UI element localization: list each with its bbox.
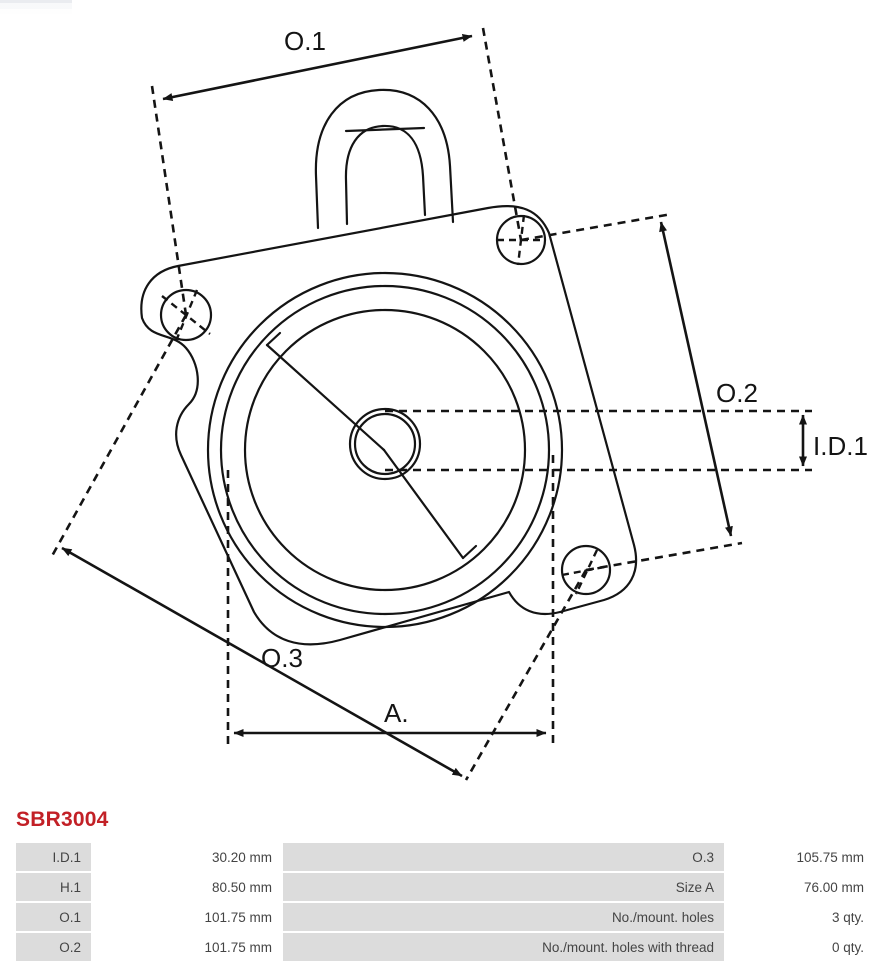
spec-value: 101.75 mm bbox=[92, 903, 282, 931]
sector-step-lower bbox=[461, 544, 478, 560]
arch-outer-contour bbox=[314, 88, 455, 230]
spec-value: 105.75 mm bbox=[725, 843, 874, 871]
ext-o3-upper bbox=[50, 314, 188, 557]
spec-value: 76.00 mm bbox=[725, 873, 874, 901]
spec-label: H.1 bbox=[16, 873, 91, 901]
spec-value: 80.50 mm bbox=[92, 873, 282, 901]
spec-label: No./mount. holes with thread bbox=[283, 933, 724, 961]
mount-hole-upper-left bbox=[159, 288, 213, 342]
part-outline-group bbox=[140, 88, 638, 646]
technical-drawing: O.1 O.2 O.3 A. I.D.1 bbox=[50, 26, 868, 781]
ext-o3-lower bbox=[464, 569, 588, 781]
page-title: SBR3004 bbox=[16, 808, 109, 831]
drawing-canvas: O.1 O.2 O.3 A. I.D.1 bbox=[50, 26, 868, 781]
arch-inner-top-line bbox=[344, 126, 426, 133]
crosshair-lr-b bbox=[574, 549, 599, 595]
spec-label: O.3 bbox=[283, 843, 724, 871]
spec-label: Size A bbox=[283, 873, 724, 901]
dim-arrow-o3 bbox=[61, 546, 463, 778]
extension-lines-group bbox=[50, 27, 812, 781]
specification-table: I.D.1 30.20 mm O.3 105.75 mm H.1 80.50 m… bbox=[15, 841, 874, 963]
ext-o1-left bbox=[150, 85, 188, 316]
dimension-label-id1: I.D.1 bbox=[813, 431, 868, 461]
sector-edge-upper bbox=[265, 343, 386, 452]
arch-inner-contour bbox=[344, 124, 427, 226]
sector-step-upper bbox=[265, 331, 282, 347]
table-row: H.1 80.50 mm Size A 76.00 mm bbox=[16, 873, 874, 901]
dim-arrow-o1 bbox=[162, 33, 473, 102]
spec-label: O.2 bbox=[16, 933, 91, 961]
table-row: O.1 101.75 mm No./mount. holes 3 qty. bbox=[16, 903, 874, 931]
spec-table: I.D.1 30.20 mm O.3 105.75 mm H.1 80.50 m… bbox=[15, 841, 875, 963]
spec-value: 30.20 mm bbox=[92, 843, 282, 871]
spec-value: 0 qty. bbox=[725, 933, 874, 961]
hub-bore-outer bbox=[348, 407, 422, 481]
hub-bore-inner bbox=[353, 412, 417, 476]
ext-o1-right bbox=[481, 27, 523, 241]
spec-value: 3 qty. bbox=[725, 903, 874, 931]
dimension-labels-group: O.1 O.2 O.3 A. I.D.1 bbox=[261, 26, 868, 728]
mount-hole-lower-right bbox=[560, 544, 612, 596]
sector-edge-lower bbox=[382, 448, 465, 560]
dimension-label-o1: O.1 bbox=[284, 26, 326, 56]
spec-table-body: I.D.1 30.20 mm O.3 105.75 mm H.1 80.50 m… bbox=[16, 843, 874, 961]
dimension-arrows-group bbox=[61, 33, 807, 778]
ext-o2-top bbox=[520, 212, 673, 242]
dimension-label-a: A. bbox=[384, 698, 409, 728]
table-row: I.D.1 30.20 mm O.3 105.75 mm bbox=[16, 843, 874, 871]
spec-label: I.D.1 bbox=[16, 843, 91, 871]
spec-value: 101.75 mm bbox=[92, 933, 282, 961]
flange-body-outline bbox=[140, 204, 638, 646]
ext-o2-bottom bbox=[585, 541, 743, 572]
spec-label: No./mount. holes bbox=[283, 903, 724, 931]
dim-arrow-o2 bbox=[659, 221, 733, 537]
table-row: O.2 101.75 mm No./mount. holes with thre… bbox=[16, 933, 874, 961]
dimension-label-o3: O.3 bbox=[261, 643, 303, 673]
dimension-label-o2: O.2 bbox=[716, 378, 758, 408]
spec-label: O.1 bbox=[16, 903, 91, 931]
